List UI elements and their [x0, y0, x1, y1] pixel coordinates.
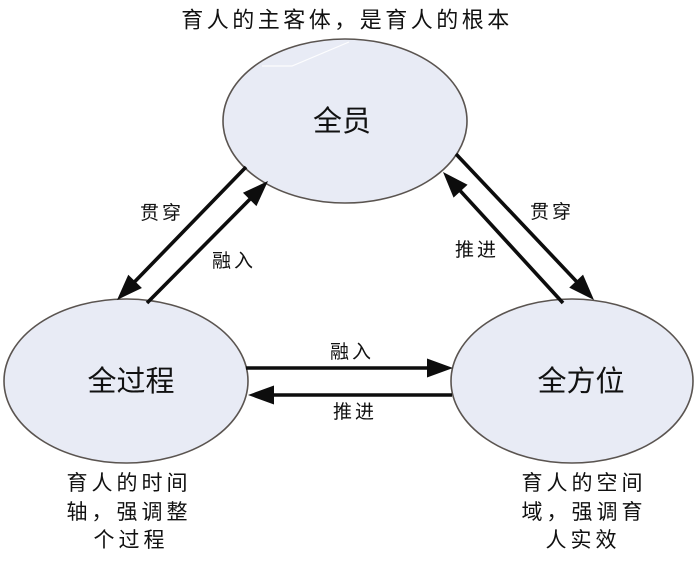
node-left-caption: 育人的时间 轴，强调整 个过程: [67, 471, 192, 552]
edge-left-to-top-label: 融入: [212, 250, 256, 272]
edge-left-to-top: [145, 181, 268, 305]
node-top-ellipse: [222, 38, 468, 204]
edge-left-to-top-line: [145, 196, 253, 305]
top-node-caption: 育人的主客体，是育人的根本: [181, 9, 513, 34]
edge-right-to-left-label: 推进: [333, 401, 377, 423]
edge-top-to-left: [117, 165, 248, 300]
edge-right-to-left: [248, 385, 452, 405]
edge-top-to-right-line: [454, 152, 579, 284]
node-right-caption-line: 人实效: [546, 528, 621, 552]
edge-left-to-right-label: 融入: [330, 341, 374, 363]
node-top-highlight: [262, 41, 350, 67]
node-right-ellipse: [450, 298, 694, 464]
edge-right-to-top-line: [457, 188, 565, 305]
node-left-caption-line: 育人的时间: [67, 471, 192, 495]
node-right: 全方位: [450, 298, 694, 464]
edge-right-to-top-arrowhead: [443, 172, 468, 198]
edge-top-to-left-label: 贯穿: [140, 202, 184, 224]
edge-right-to-left-arrowhead: [248, 385, 274, 405]
edge-right-to-top: [443, 172, 565, 305]
node-top: 全员: [222, 38, 468, 204]
edge-left-to-right-arrowhead: [427, 358, 453, 378]
edge-top-to-left-line: [132, 165, 248, 285]
node-left-caption-line: 个过程: [94, 528, 169, 552]
node-left: 全过程: [3, 298, 249, 464]
edge-top-to-left-arrowhead: [117, 274, 142, 300]
node-left-ellipse: [3, 298, 249, 464]
node-top-label: 全员: [313, 104, 371, 138]
edge-top-to-right-label: 贯穿: [530, 201, 574, 223]
node-left-caption-line: 轴，强调整: [67, 500, 192, 524]
edge-left-to-right: [246, 358, 453, 378]
edge-left-to-top-arrowhead: [242, 181, 268, 207]
node-right-label: 全方位: [537, 364, 624, 398]
edge-top-to-right-arrowhead: [569, 274, 594, 300]
node-left-label: 全过程: [87, 364, 174, 398]
node-right-caption-line: 育人的空间: [522, 471, 647, 495]
edge-top-to-right: [454, 152, 594, 300]
node-right-caption: 育人的空间 域，强调育 人实效: [522, 471, 647, 552]
edges: [117, 152, 594, 405]
edge-right-to-top-label: 推进: [455, 239, 499, 261]
node-right-caption-line: 域，强调育: [522, 500, 647, 524]
